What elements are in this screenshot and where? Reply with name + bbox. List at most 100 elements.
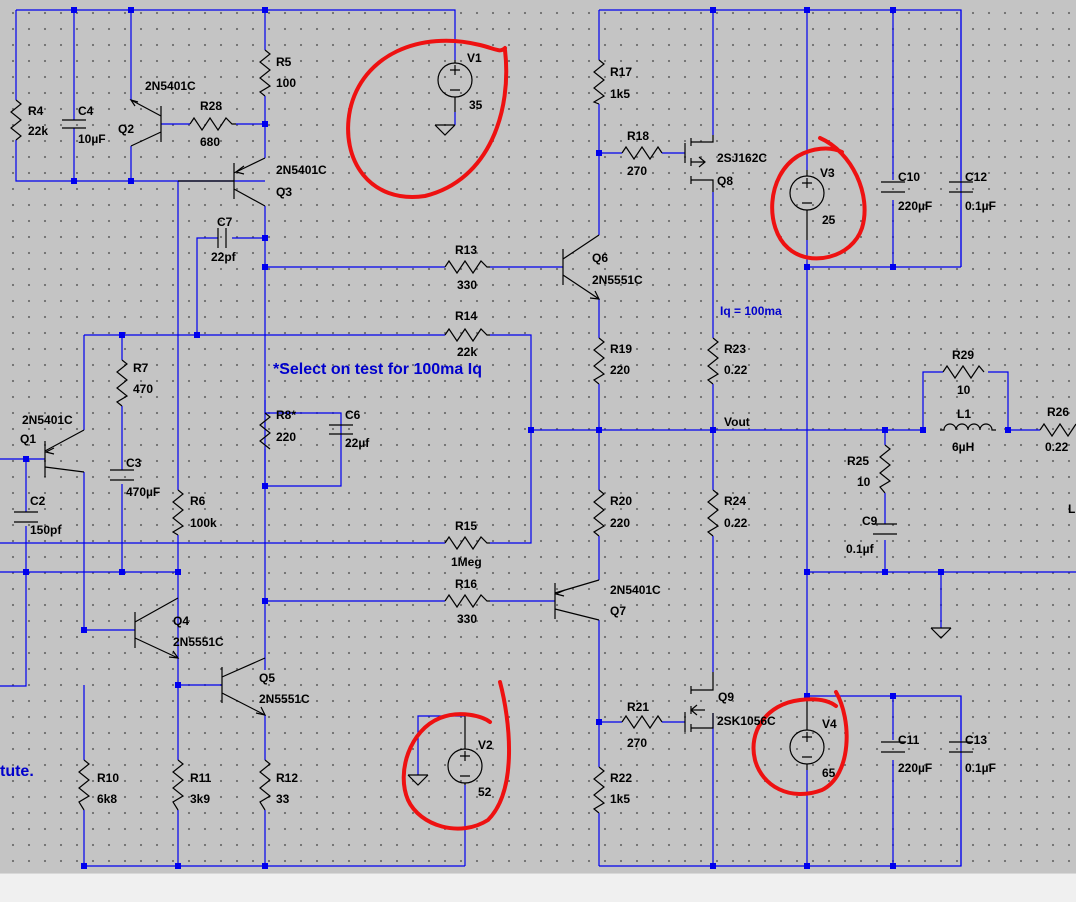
label-q3-type: 2N5401C <box>276 163 327 177</box>
inductor-l1 <box>940 423 996 431</box>
label-r10-value: 6k8 <box>97 792 117 806</box>
capacitor-c11 <box>881 741 905 753</box>
label-r22: R22 <box>610 771 632 785</box>
label-q1: Q1 <box>20 432 36 446</box>
label-r20-value: 220 <box>610 516 630 530</box>
resistor-r23 <box>706 337 720 385</box>
label-q3: Q3 <box>276 185 292 199</box>
partial-text-left: tute. <box>0 763 34 780</box>
label-v3: V3 <box>820 166 835 180</box>
resistor-r18 <box>621 145 663 161</box>
label-r11: R11 <box>190 771 212 785</box>
capacitor-c2 <box>14 511 38 523</box>
label-r16-value: 330 <box>457 612 477 626</box>
label-r6: R6 <box>190 494 206 508</box>
label-r8-value: 220 <box>276 430 296 444</box>
capacitor-c3 <box>110 469 134 481</box>
label-r7-value: 470 <box>133 382 153 396</box>
label-r6-value: 100k <box>190 516 217 530</box>
label-r24: R24 <box>724 494 746 508</box>
label-q6: Q6 <box>592 251 608 265</box>
resistor-r26 <box>1039 422 1076 438</box>
resistor-r10 <box>78 759 91 811</box>
voltage-source-v2 <box>447 716 483 785</box>
resistors <box>10 49 1076 814</box>
label-r12: R12 <box>276 771 298 785</box>
voltage-sources <box>437 60 825 785</box>
label-c13: C13 <box>965 733 987 747</box>
label-r18-value: 270 <box>627 164 647 178</box>
label-v3-value: 25 <box>822 213 836 227</box>
resistor-r28 <box>189 116 236 132</box>
label-r25: R25 <box>847 454 869 468</box>
label-r5: R5 <box>276 55 292 69</box>
label-q9-type: 2SK1056C <box>717 714 776 728</box>
note-select-on-test: *Select on test for 100ma Iq <box>273 361 482 378</box>
resistor-r5 <box>258 49 272 97</box>
capacitor-c4 <box>62 119 86 129</box>
label-l1: L1 <box>957 407 971 421</box>
label-v4: V4 <box>822 717 837 731</box>
capacitor-c13 <box>949 741 973 753</box>
annotation-circle-v1 <box>346 38 509 199</box>
label-r19: R19 <box>610 342 632 356</box>
label-c11-value: 220µF <box>898 761 932 775</box>
schematic-canvas[interactable]: R4 22k C4 10µF 2N5401C Q2 R28 680 R5 100… <box>0 0 1076 873</box>
resistor-r24 <box>706 489 720 537</box>
label-r15-value: 1Meg <box>451 555 482 569</box>
label-r5-value: 100 <box>276 76 296 90</box>
voltage-source-v3 <box>789 170 825 240</box>
resistor-r7 <box>115 359 129 407</box>
label-r13-value: 330 <box>457 278 477 292</box>
label-r29: R29 <box>952 348 974 362</box>
label-r25-value: 10 <box>857 475 871 489</box>
label-r4: R4 <box>28 104 44 118</box>
label-c11: C11 <box>898 733 920 747</box>
resistor-r25 <box>879 444 892 494</box>
label-q9: Q9 <box>718 690 734 704</box>
label-r28-value: 680 <box>200 135 220 149</box>
label-r26-value: 0.22 <box>1045 440 1069 454</box>
label-r21: R21 <box>627 700 649 714</box>
label-c3: C3 <box>126 456 142 470</box>
label-r23-value: 0.22 <box>724 363 748 377</box>
transistor-q5 <box>221 657 267 716</box>
label-r13: R13 <box>455 243 477 257</box>
label-r22-value: 1k5 <box>610 792 630 806</box>
label-c3-value: 470µF <box>126 485 160 499</box>
grounds <box>407 124 952 786</box>
resistor-r14 <box>444 327 490 343</box>
red-annotations <box>346 38 867 831</box>
wires <box>0 9 1076 867</box>
label-r29-value: 10 <box>957 383 971 397</box>
resistor-r16 <box>444 593 490 609</box>
label-c4-value: 10µF <box>78 132 106 146</box>
label-r20: R20 <box>610 494 632 508</box>
resistor-r29 <box>942 364 985 380</box>
label-r18: R18 <box>627 129 649 143</box>
resistor-r6 <box>171 489 185 536</box>
annotation-circle-v2 <box>401 680 512 831</box>
resistor-r17 <box>592 59 606 105</box>
label-r11-value: 3k9 <box>190 792 210 806</box>
label-c12: C12 <box>965 170 987 184</box>
transistors <box>44 98 714 732</box>
label-c6-value: 22µf <box>345 436 370 450</box>
bottom-status-strip <box>0 873 1076 902</box>
ground-v2-icon <box>407 774 429 786</box>
labels: R4 22k C4 10µF 2N5401C Q2 R28 680 R5 100… <box>0 51 1075 806</box>
label-q2-type: 2N5401C <box>145 79 196 93</box>
label-c4: C4 <box>78 104 94 118</box>
label-q8: Q8 <box>717 174 733 188</box>
label-r15: R15 <box>455 519 477 533</box>
label-r10: R10 <box>97 771 119 785</box>
label-c13-value: 0.1µF <box>965 761 996 775</box>
label-r8: R8* <box>276 408 296 422</box>
resistor-r8 <box>259 412 271 450</box>
label-q7: Q7 <box>610 604 626 618</box>
label-q8-type: 2SJ162C <box>717 151 767 165</box>
label-r23: R23 <box>724 342 746 356</box>
capacitor-c12 <box>949 181 973 193</box>
label-vout: Vout <box>724 415 750 429</box>
label-r16: R16 <box>455 577 477 591</box>
